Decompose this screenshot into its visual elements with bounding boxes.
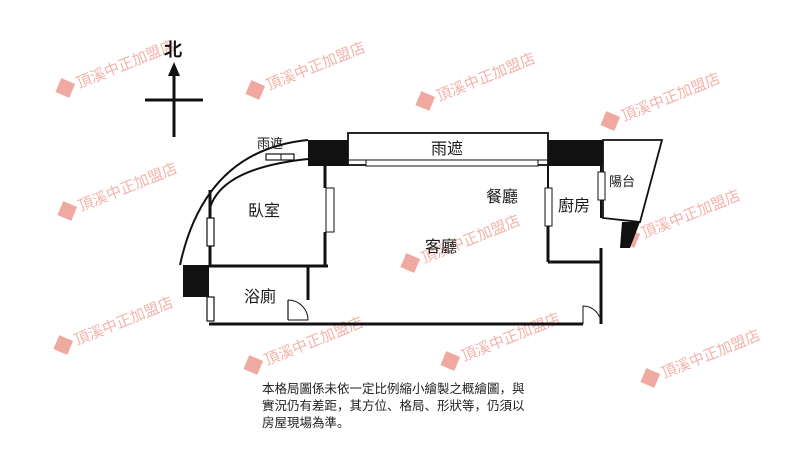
watermark-text: 頂溪中正加盟店 <box>639 186 743 242</box>
balcony-column <box>620 222 640 248</box>
curved-window <box>265 153 295 161</box>
watermark-6: 頂溪中正加盟店 <box>400 211 523 273</box>
north-compass: 北 <box>145 40 203 137</box>
bedroom-label: 臥室 <box>248 201 280 220</box>
watermark-logo <box>53 335 74 355</box>
watermark-5: 頂溪中正加盟店 <box>57 159 180 221</box>
entrance-door-swing <box>582 305 602 325</box>
bedroom-west-window <box>206 217 215 247</box>
watermark-logo <box>440 351 461 371</box>
watermark-text: 頂溪中正加盟店 <box>72 293 176 349</box>
watermark-logo <box>415 91 436 111</box>
compass-north-label: 北 <box>164 40 182 61</box>
watermark-logo <box>57 201 78 221</box>
bathroom-door-swing <box>287 299 309 321</box>
sliding-door <box>365 159 539 167</box>
watermark-8: 頂溪中正加盟店 <box>53 293 176 355</box>
disclaimer-line-2: 實況仍有差距，其方位、格局、形狀等，仍須以 <box>262 398 525 413</box>
disclaimer-text: 本格局圖係未依一定比例縮小繪製之概繪圖，與 實況仍有差距，其方位、格局、形狀等，… <box>262 380 607 431</box>
column-north-left <box>308 140 348 166</box>
disclaimer-line-1: 本格局圖係未依一定比例縮小繪製之概繪圖，與 <box>262 381 525 396</box>
column-north-right <box>548 140 603 166</box>
watermark-logo <box>600 111 621 131</box>
balcony-door <box>597 171 606 201</box>
kitchen-west-opening <box>544 187 553 227</box>
watermark-text: 頂溪中正加盟店 <box>76 159 180 215</box>
bathroom-label: 浴廁 <box>244 287 276 306</box>
bedroom-closet <box>325 187 335 233</box>
canopy-main-label: 雨遮 <box>431 139 463 158</box>
watermark-logo <box>400 253 421 273</box>
watermark-text: 頂溪中正加盟店 <box>262 313 366 369</box>
living-room-label: 客廳 <box>425 237 457 256</box>
watermark-logo <box>55 78 76 98</box>
watermark-logo <box>640 368 661 388</box>
watermark-text: 頂溪中正加盟店 <box>459 309 563 365</box>
watermark-10: 頂溪中正加盟店 <box>440 309 563 371</box>
watermark-text: 頂溪中正加盟店 <box>659 326 763 382</box>
compass-arrow-icon <box>168 62 180 76</box>
watermark-text: 頂溪中正加盟店 <box>619 69 723 125</box>
watermark-1: 頂溪中正加盟店 <box>55 36 178 98</box>
curved-exterior-wall <box>179 139 309 266</box>
balcony-label: 陽台 <box>609 175 635 190</box>
watermark-text: 頂溪中正加盟店 <box>74 36 178 92</box>
dining-room-label: 餐廳 <box>486 187 518 206</box>
curved-inner-wall <box>209 158 309 209</box>
watermark-9: 頂溪中正加盟店 <box>243 313 366 375</box>
watermark-3: 頂溪中正加盟店 <box>415 49 538 111</box>
watermark-text: 頂溪中正加盟店 <box>434 49 538 105</box>
watermark-2: 頂溪中正加盟店 <box>245 38 368 100</box>
watermark-logo <box>245 80 266 100</box>
disclaimer-line-3: 房屋現場為準。 <box>262 415 350 430</box>
column-west <box>183 265 209 297</box>
watermark-11: 頂溪中正加盟店 <box>640 326 763 388</box>
kitchen-label: 廚房 <box>558 196 590 215</box>
canopy-left-label: 雨遮 <box>257 136 283 152</box>
watermark-text: 頂溪中正加盟店 <box>264 38 368 94</box>
watermark-4: 頂溪中正加盟店 <box>600 69 723 131</box>
bathroom-west-window <box>206 296 215 322</box>
watermark-logo <box>243 355 264 375</box>
